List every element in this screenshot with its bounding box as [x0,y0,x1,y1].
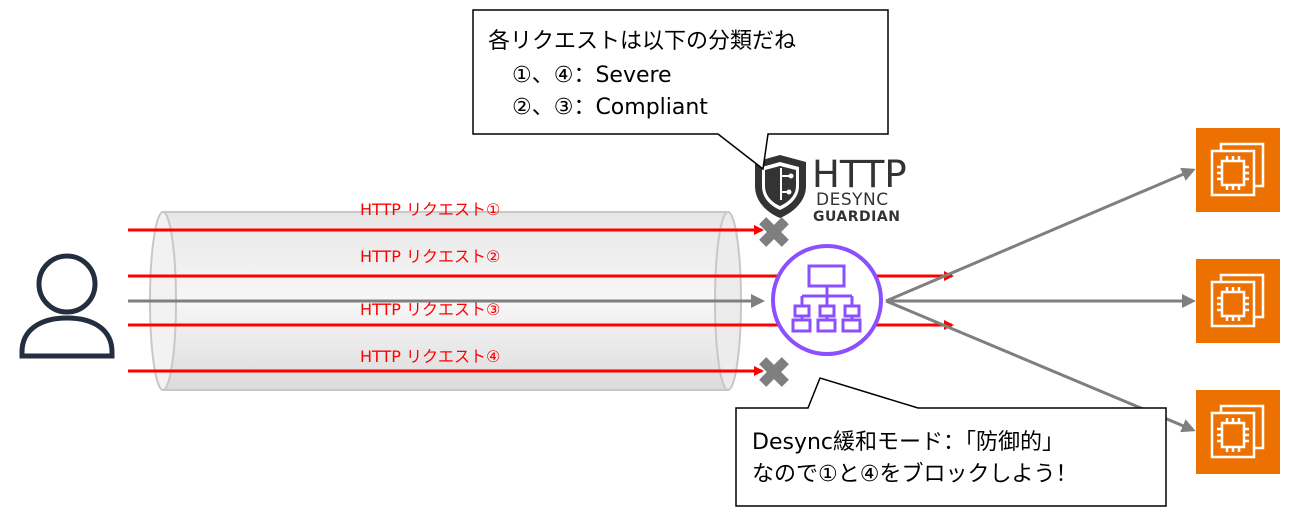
logo-subtitle-guardian: GUARDIAN [813,209,900,225]
lb-to-instance-connectors [885,167,1196,433]
http-desync-guardian-logo: HTTP DESYNC GUARDIAN [755,153,907,225]
load-balancer-icon [771,244,883,356]
request-label-4: HTTP リクエスト④ [360,347,500,366]
ec2-instance-icon [1196,390,1280,474]
top-callout: 各リクエストは以下の分類だね ①、④：Severe ②、③：Compliant [472,9,889,171]
logo-subtitle-desync: DESYNC [816,190,889,210]
shield-icon [755,155,806,218]
block-x-icon [759,217,789,247]
top-callout-line3: ②、③：Compliant [512,95,708,120]
ec2-instance-icon [1196,128,1280,212]
top-callout-line2: ①、④：Severe [512,63,672,88]
bottom-callout-line2: なので①と④をブロックしよう！ [752,462,1077,487]
request-label-2: HTTP リクエスト② [360,247,500,266]
bottom-callout: Desync緩和モード：「防御的」 なので①と④をブロックしよう！ [735,377,1167,507]
ec2-instance-icon [1196,259,1280,343]
request-label-3: HTTP リクエスト③ [360,300,500,319]
block-x-icon [759,357,789,387]
top-callout-line1: 各リクエストは以下の分類だね [488,29,796,54]
logo-title: HTTP [812,153,907,196]
bottom-callout-line1: Desync緩和モード：「防御的」 [752,430,1064,455]
user-icon [19,253,115,359]
request-label-1: HTTP リクエスト① [360,200,500,219]
